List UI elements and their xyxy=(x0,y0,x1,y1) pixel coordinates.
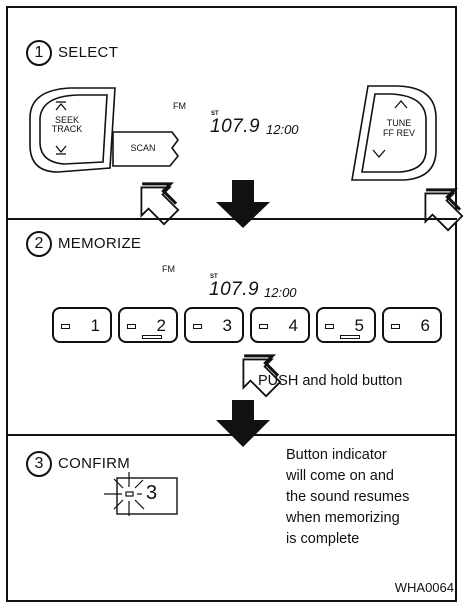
seek-track-pod xyxy=(29,87,116,173)
band-indicator-1: FM xyxy=(173,101,186,111)
preset-number: 3 xyxy=(222,316,232,335)
confirm-button-shape xyxy=(116,477,178,515)
seek-label: SEEK xyxy=(54,115,79,125)
stereo-indicator-2: ST xyxy=(210,274,218,280)
clock-display-1: 12:00 xyxy=(266,122,299,137)
seek-track-label: SEEK TRACK xyxy=(49,116,85,134)
preset-button-5[interactable]: 5 xyxy=(316,307,376,343)
step-3-number: 3 xyxy=(26,451,52,477)
tune-label: TUNE FF REV xyxy=(378,118,420,138)
flow-arrow-down-1-icon xyxy=(216,180,270,228)
preset-led xyxy=(325,324,334,329)
confirm-button-number: 3 xyxy=(146,482,158,504)
press-arrow-preset-icon xyxy=(242,354,282,398)
flow-arrow-down-2-icon xyxy=(216,400,270,447)
step-3-label: CONFIRM xyxy=(58,455,131,472)
preset-led xyxy=(61,324,70,329)
preset-led xyxy=(127,324,136,329)
frequency-display-2: 107.9 xyxy=(209,279,260,300)
seek-up-arrow-icon xyxy=(55,101,67,111)
stereo-indicator-1: ST xyxy=(211,111,219,117)
confirm-line: the sound resumes xyxy=(286,489,410,505)
push-hold-instruction: PUSH and hold button xyxy=(258,373,403,389)
confirm-line: is complete xyxy=(286,531,360,547)
preset-bar xyxy=(340,335,360,339)
ff-rev-text: FF REV xyxy=(382,128,415,138)
press-arrow-tune-icon xyxy=(424,188,464,232)
confirm-line: when memorizing xyxy=(286,510,400,526)
band-indicator-2: FM xyxy=(162,264,175,274)
preset-number: 6 xyxy=(420,316,430,335)
track-label: TRACK xyxy=(51,124,83,134)
preset-button-1[interactable]: 1 xyxy=(52,307,112,343)
preset-number: 5 xyxy=(354,316,364,335)
preset-button-2[interactable]: 2 xyxy=(118,307,178,343)
diagram-frame xyxy=(6,6,457,602)
indicator-glow-icon xyxy=(104,472,145,516)
tune-pod xyxy=(351,85,437,181)
preset-button-6[interactable]: 6 xyxy=(382,307,442,343)
seek-down-arrow-icon xyxy=(55,145,67,155)
tune-text: TUNE xyxy=(386,118,412,128)
press-arrow-scan-icon xyxy=(140,182,180,226)
section-divider-2 xyxy=(6,434,457,436)
preset-number: 1 xyxy=(90,316,100,335)
step-1-number: 1 xyxy=(26,40,52,66)
figure-id: WHA0064 xyxy=(394,580,454,595)
section-divider-1 xyxy=(6,218,457,220)
preset-led xyxy=(259,324,268,329)
clock-display-2: 12:00 xyxy=(264,285,297,300)
confirm-line: will come on and xyxy=(286,468,394,484)
preset-number: 2 xyxy=(156,316,166,335)
preset-led xyxy=(193,324,202,329)
step-1-label: SELECT xyxy=(58,44,119,61)
tune-down-arrow-icon xyxy=(372,149,386,158)
preset-bar xyxy=(142,335,162,339)
preset-led xyxy=(391,324,400,329)
tune-up-arrow-icon xyxy=(394,100,408,109)
scan-button-shape xyxy=(112,131,180,167)
confirm-description: Button indicator will come on and the so… xyxy=(286,445,456,550)
confirm-line: Button indicator xyxy=(286,447,387,463)
frequency-display-1: 107.9 xyxy=(210,116,261,137)
preset-number: 4 xyxy=(288,316,298,335)
step-2-label: MEMORIZE xyxy=(58,235,142,252)
scan-button[interactable]: SCAN xyxy=(130,143,156,153)
step-2-number: 2 xyxy=(26,231,52,257)
preset-button-3[interactable]: 3 xyxy=(184,307,244,343)
preset-button-4[interactable]: 4 xyxy=(250,307,310,343)
